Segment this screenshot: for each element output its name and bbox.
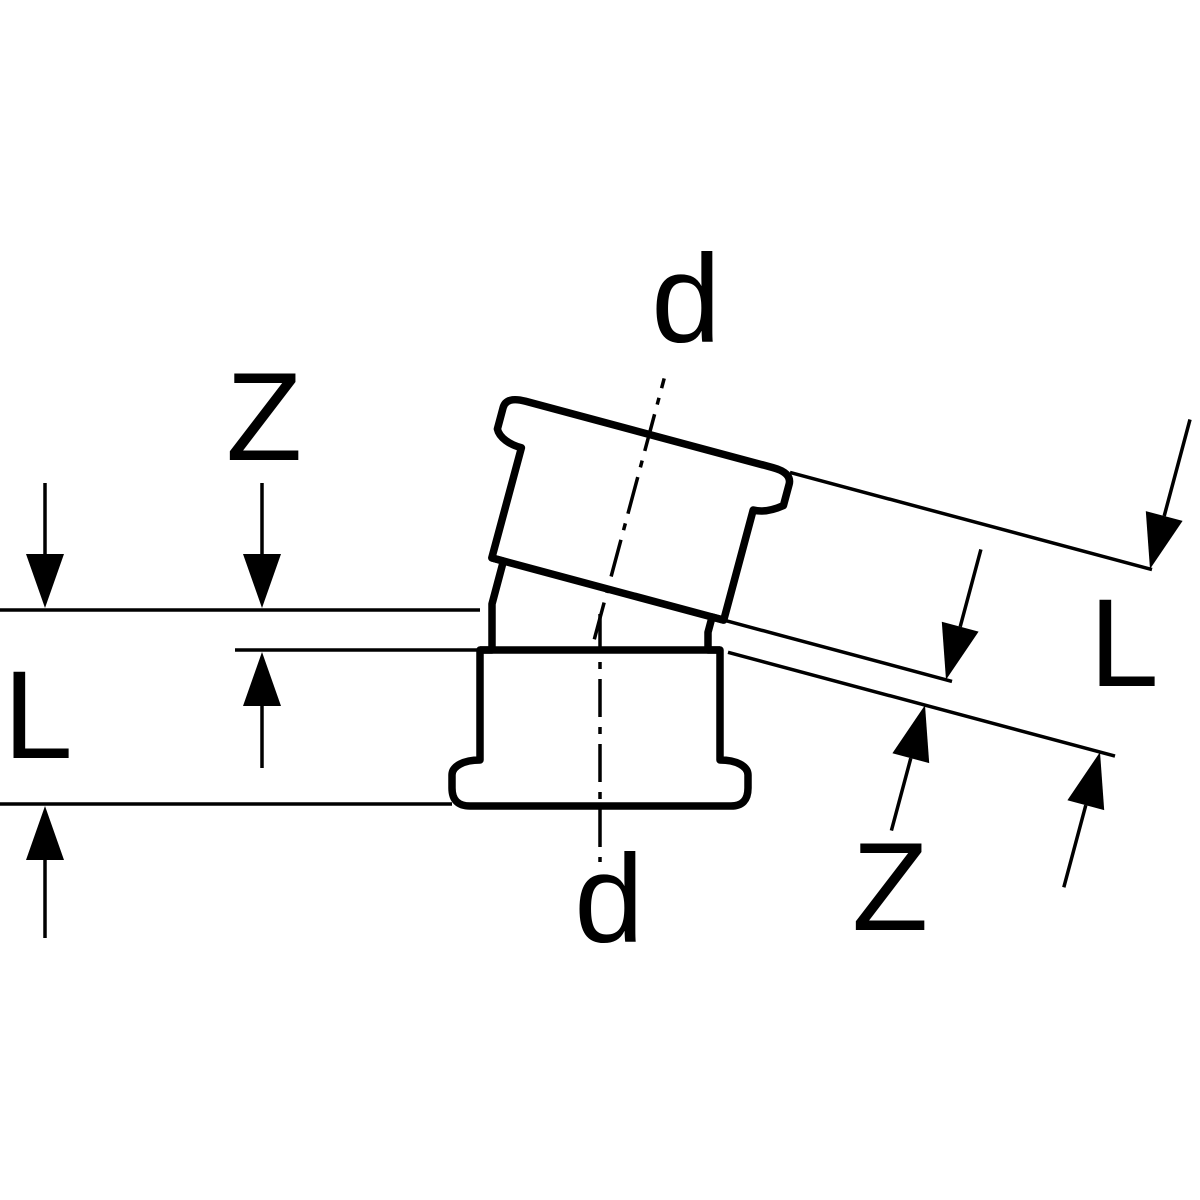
arrow-l-left-top [26,554,64,608]
arrow-z-right-bottom [892,705,930,764]
label-d-top: d [651,230,721,369]
arrow-tail-l-right-top [1162,419,1192,517]
label-z-right: Z [852,818,928,957]
arrow-tail-z-right-top [958,548,983,628]
dim-line-right-center [727,650,1116,758]
dim-line-right-stop [725,619,953,684]
arrow-z-left-bottom [243,652,281,706]
fitting-outline [448,396,794,810]
label-z-left: Z [226,348,302,487]
label-l-left: L [3,646,73,785]
dim-line-right-mouth [789,470,1153,572]
arrow-z-left-top [243,554,281,608]
label-l-right: L [1089,574,1159,713]
label-d-bottom: d [574,830,644,969]
arrow-tail-z-right-bottom [889,757,913,832]
arrow-l-left-bottom [26,806,64,860]
arrow-tail-l-right-bottom [1062,804,1088,888]
arrow-z-right-top [941,621,979,680]
centerline-angled [592,377,666,640]
arrow-l-right-top [1145,511,1183,569]
arrow-l-right-bottom [1067,752,1105,811]
